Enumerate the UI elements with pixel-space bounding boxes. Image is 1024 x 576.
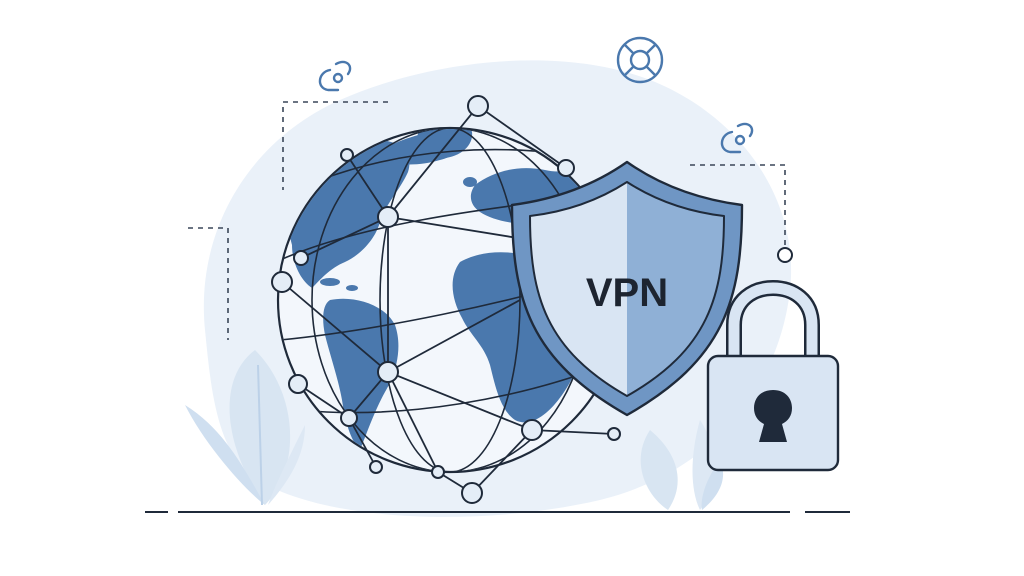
leaf-plant-icon: [185, 350, 305, 506]
dashed-connector: [188, 101, 786, 340]
continent-south-america: [323, 298, 399, 450]
cloud-refresh-icon: [720, 122, 754, 154]
shield-inner-left: [530, 182, 627, 396]
shield-label: VPN: [586, 271, 668, 315]
shield-inner-right: [627, 182, 724, 396]
keyhole: [754, 390, 792, 442]
connector-end-node: [777, 247, 793, 263]
network-node-icon: [271, 95, 621, 504]
cloud-refresh-icon: [318, 60, 352, 92]
shield-icon: VPN: [510, 160, 744, 417]
settings-target-icon: [616, 36, 664, 84]
padlock-icon: [706, 279, 840, 472]
